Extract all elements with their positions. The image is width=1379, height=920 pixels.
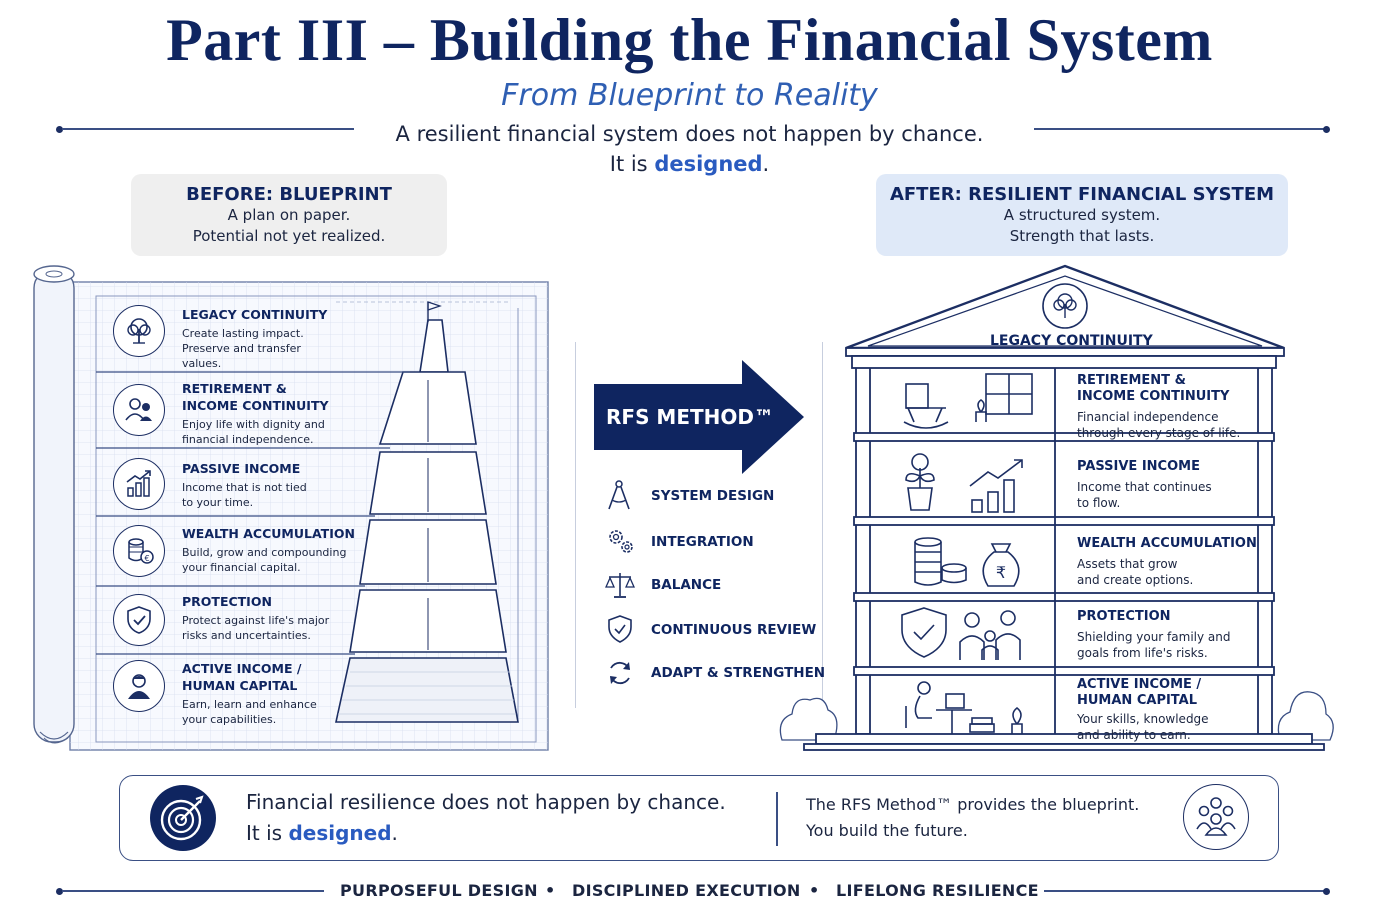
tagline-dot-right [1323,888,1330,895]
refresh-icon [606,659,634,691]
center-divider-left [575,342,576,708]
tree-icon [113,305,165,357]
tagline-separator-2: • [809,881,820,900]
footer-emphasis: designed [288,821,392,845]
shield-icon [113,594,165,646]
tagline-rule-right [1044,890,1324,892]
divider-right [1034,128,1324,130]
before-header-box: BEFORE: BLUEPRINT A plan on paper. Poten… [131,174,447,256]
divider-left [62,128,354,130]
growth-chart-icon [113,458,165,510]
intro-emphasis: designed [654,152,763,176]
blueprint-row-wealth: WEALTH ACCUMULATION Build, grow and comp… [182,526,355,574]
intro-line-2: It is designed. [609,152,770,176]
roof-tree-icon [1053,293,1077,318]
coins-icon: € [113,525,165,577]
method-step-system-design: SYSTEM DESIGN [651,488,775,504]
tagline-lifelong-resilience: LIFELONG RESILIENCE [836,881,1039,900]
center-divider-right [822,342,823,708]
floor-retirement: RETIREMENT & INCOME CONTINUITY Financial… [1077,373,1241,440]
tagline-dot-left [56,888,63,895]
gears-icon [605,527,637,561]
community-icon [1183,784,1249,850]
scale-icon [604,570,636,604]
footer-right-line-1: The RFS Method™ provides the blueprint. [806,795,1140,814]
page-title: Part III – Building the Financial System [166,7,1213,73]
building-drawing: ₹ [779,264,1334,751]
method-step-adapt-strengthen: ADAPT & STRENGTHEN [651,665,826,681]
svg-text:₹: ₹ [996,563,1006,582]
before-line-1: A plan on paper. [227,206,351,224]
after-heading: AFTER: RESILIENT FINANCIAL SYSTEM [889,184,1275,205]
blueprint-row-legacy: LEGACY CONTINUITY Create lasting impact.… [182,307,328,370]
footer-callout [119,775,1279,861]
method-step-balance: BALANCE [651,577,722,593]
rfs-method-label: RFS METHOD™ [606,405,774,429]
divider-dot-right [1323,126,1330,133]
roof-label: LEGACY CONTINUITY [990,333,1153,349]
floor-active: ACTIVE INCOME / HUMAN CAPITAL Your skill… [1077,677,1209,742]
shield-check-icon [606,614,634,648]
footer-line-1: Financial resilience does not happen by … [246,790,726,814]
target-icon [150,785,216,851]
footer-line-2: It is designed. [246,821,398,845]
blueprint-row-active: ACTIVE INCOME / HUMAN CAPITAL Earn, lear… [182,661,317,726]
after-line-1: A structured system. [1003,206,1161,224]
footer-right-line-2: You build the future. [806,821,968,840]
intro-line-1: A resilient financial system does not ha… [395,122,984,146]
method-step-integration: INTEGRATION [651,534,754,550]
compass-icon [605,479,633,515]
blueprint-row-retirement: RETIREMENT & INCOME CONTINUITY Enjoy lif… [182,381,329,446]
svg-text:€: € [144,554,149,563]
person-icon [113,660,165,712]
method-step-continuous-review: CONTINUOUS REVIEW [651,622,817,638]
tagline-rule-left [62,890,324,892]
footer-divider [776,792,778,846]
tagline-purposeful-design: PURPOSEFUL DESIGN [340,881,538,900]
divider-dot-left [56,126,63,133]
page-subtitle: From Blueprint to Reality [501,78,878,113]
before-heading: BEFORE: BLUEPRINT [186,184,392,205]
rfs-arrow-icon [594,360,804,474]
family-icon [113,384,165,436]
tagline-disciplined-execution: DISCIPLINED EXECUTION [572,881,801,900]
after-line-2: Strength that lasts. [1009,227,1155,245]
after-header-box: AFTER: RESILIENT FINANCIAL SYSTEM A stru… [876,174,1288,256]
before-line-2: Potential not yet realized. [192,227,386,245]
tagline-separator-1: • [545,881,556,900]
